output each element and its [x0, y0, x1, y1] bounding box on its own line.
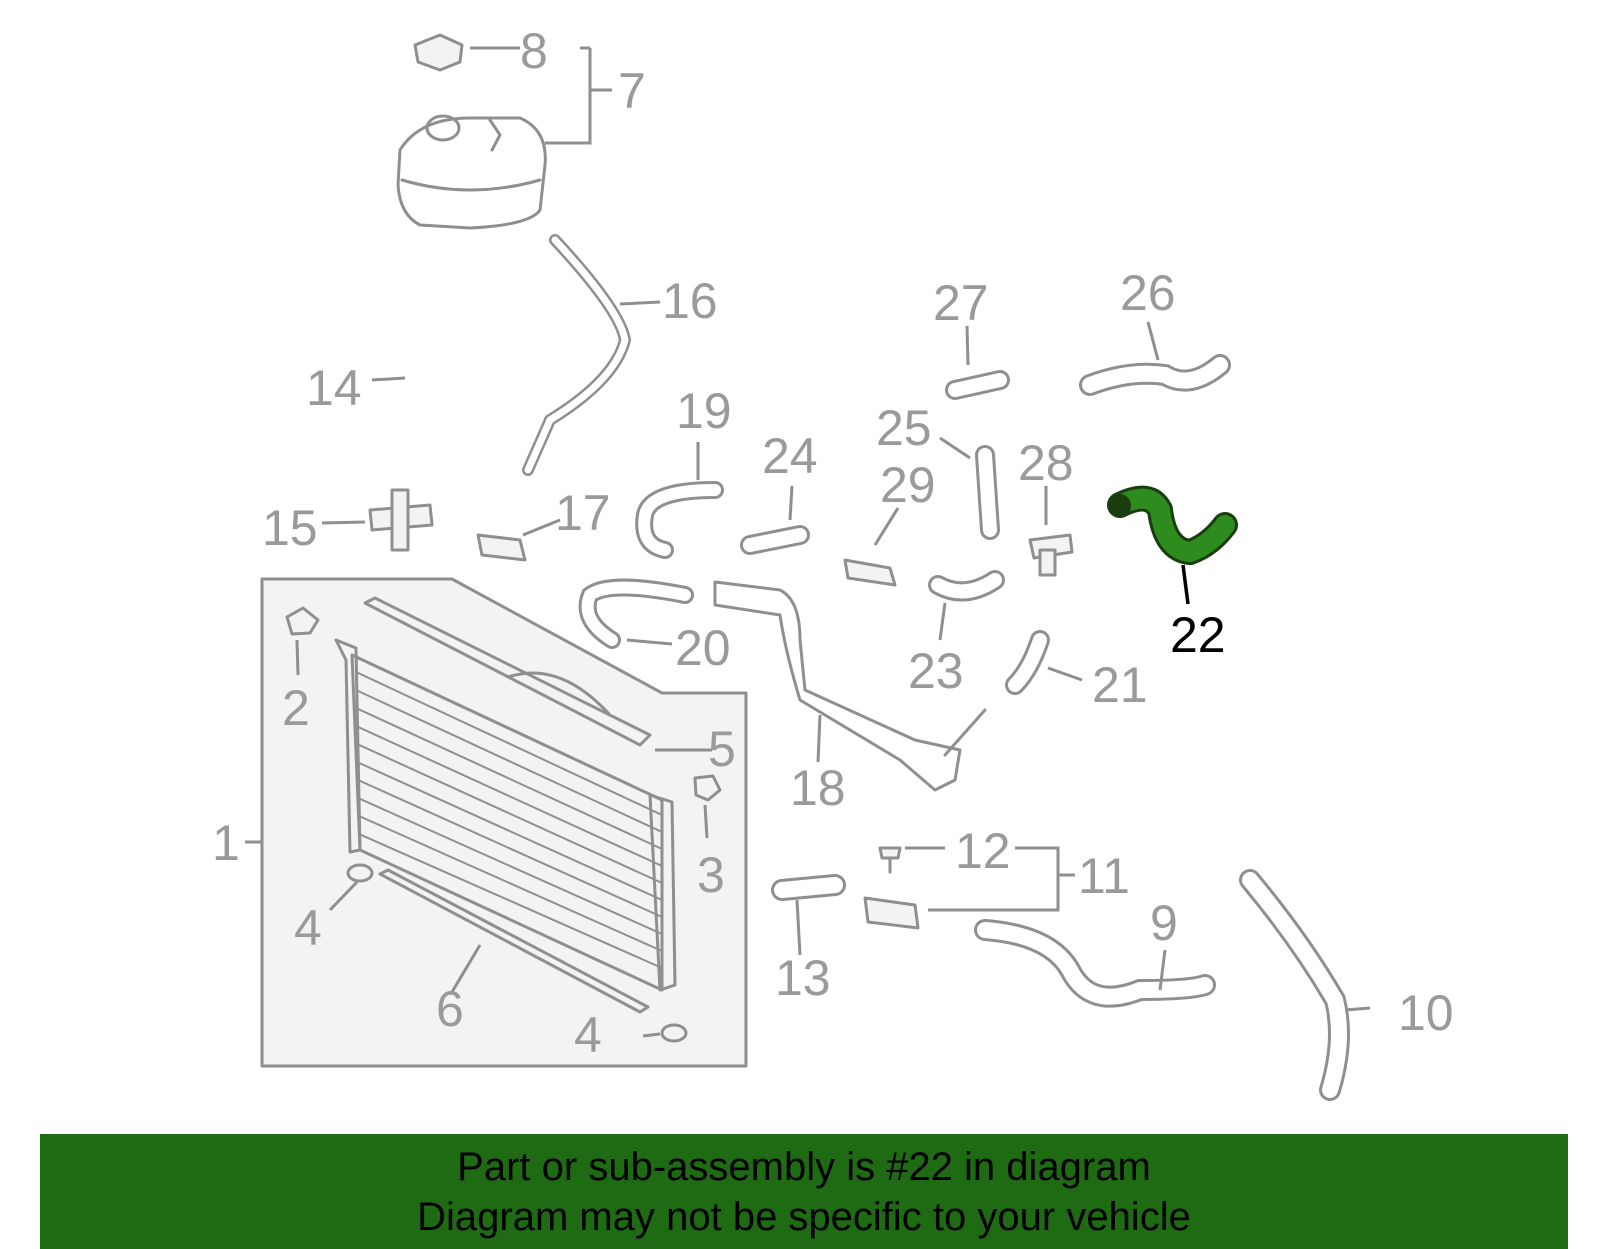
- hose-19: [635, 481, 724, 559]
- hose-25: [975, 445, 1000, 540]
- insulator-4-right: [660, 1023, 688, 1043]
- callout-2: 2: [282, 680, 310, 736]
- callout-9: 9: [1150, 895, 1178, 951]
- callout-22: 22: [1170, 607, 1226, 663]
- callout-14: 14: [306, 360, 362, 416]
- banner-line-2: Diagram may not be specific to your vehi…: [417, 1195, 1191, 1239]
- hose-16: [522, 234, 632, 476]
- hose-20: [578, 578, 694, 649]
- callout-23: 23: [908, 643, 964, 699]
- info-banner: Part or sub-assembly is #22 in diagram D…: [40, 1134, 1568, 1249]
- callout-7: 7: [618, 63, 646, 119]
- callout-15: 15: [262, 500, 318, 556]
- callout-28: 28: [1018, 435, 1074, 491]
- callout-4-left: 4: [294, 900, 322, 956]
- hose-23: [928, 570, 1005, 602]
- reservoir-cap-8: [413, 33, 464, 72]
- callout-21: 21: [1092, 657, 1148, 713]
- callout-16: 16: [662, 273, 718, 329]
- mount-3: [693, 774, 722, 802]
- hose-22-highlighted: [1107, 485, 1238, 566]
- hose-14: [351, 249, 482, 446]
- callout-11: 11: [1078, 848, 1130, 904]
- callout-25: 25: [876, 400, 932, 456]
- pipe-18: [713, 580, 987, 792]
- hose-10: [1239, 869, 1350, 1101]
- callout-18: 18: [790, 760, 846, 816]
- connector-15: [368, 488, 434, 552]
- leader-lines: [245, 46, 1371, 1038]
- hose-26: [1079, 354, 1231, 396]
- callout-27: 27: [933, 275, 989, 331]
- insulator-4-left: [346, 863, 374, 883]
- hose-9: [974, 919, 1216, 1008]
- callout-17: 17: [555, 485, 611, 541]
- callout-10: 10: [1398, 985, 1454, 1041]
- callout-8: 8: [520, 23, 548, 79]
- connector-28: [1028, 533, 1074, 577]
- callout-6: 6: [436, 981, 464, 1037]
- upper-mount-2: [285, 606, 320, 636]
- hose-13: [771, 874, 846, 901]
- connector-29: [843, 558, 897, 587]
- callout-12: 12: [955, 823, 1011, 879]
- hose-27: [945, 370, 1010, 400]
- callout-20: 20: [675, 620, 731, 676]
- hose-24: [740, 525, 810, 555]
- radiator-assembly: [260, 577, 748, 1068]
- callout-1: 1: [212, 815, 240, 871]
- connector-17: [476, 533, 527, 562]
- callout-26: 26: [1120, 265, 1176, 321]
- callout-5: 5: [708, 721, 736, 777]
- bolt-12: [878, 846, 902, 874]
- surge-tank-7: [396, 114, 547, 230]
- banner-line-1: Part or sub-assembly is #22 in diagram: [457, 1145, 1151, 1189]
- callout-19: 19: [676, 383, 732, 439]
- callout-4-right: 4: [574, 1007, 602, 1063]
- connector-11: [863, 896, 920, 930]
- hose-21: [1005, 630, 1050, 695]
- callout-29: 29: [880, 457, 936, 513]
- callout-13: 13: [775, 950, 831, 1006]
- callout-3: 3: [697, 847, 725, 903]
- callout-labels: 1 2 3 4 4 5 6 7 8 9 10 11 12 13 14 15 16…: [212, 23, 1454, 1063]
- callout-24: 24: [762, 428, 818, 484]
